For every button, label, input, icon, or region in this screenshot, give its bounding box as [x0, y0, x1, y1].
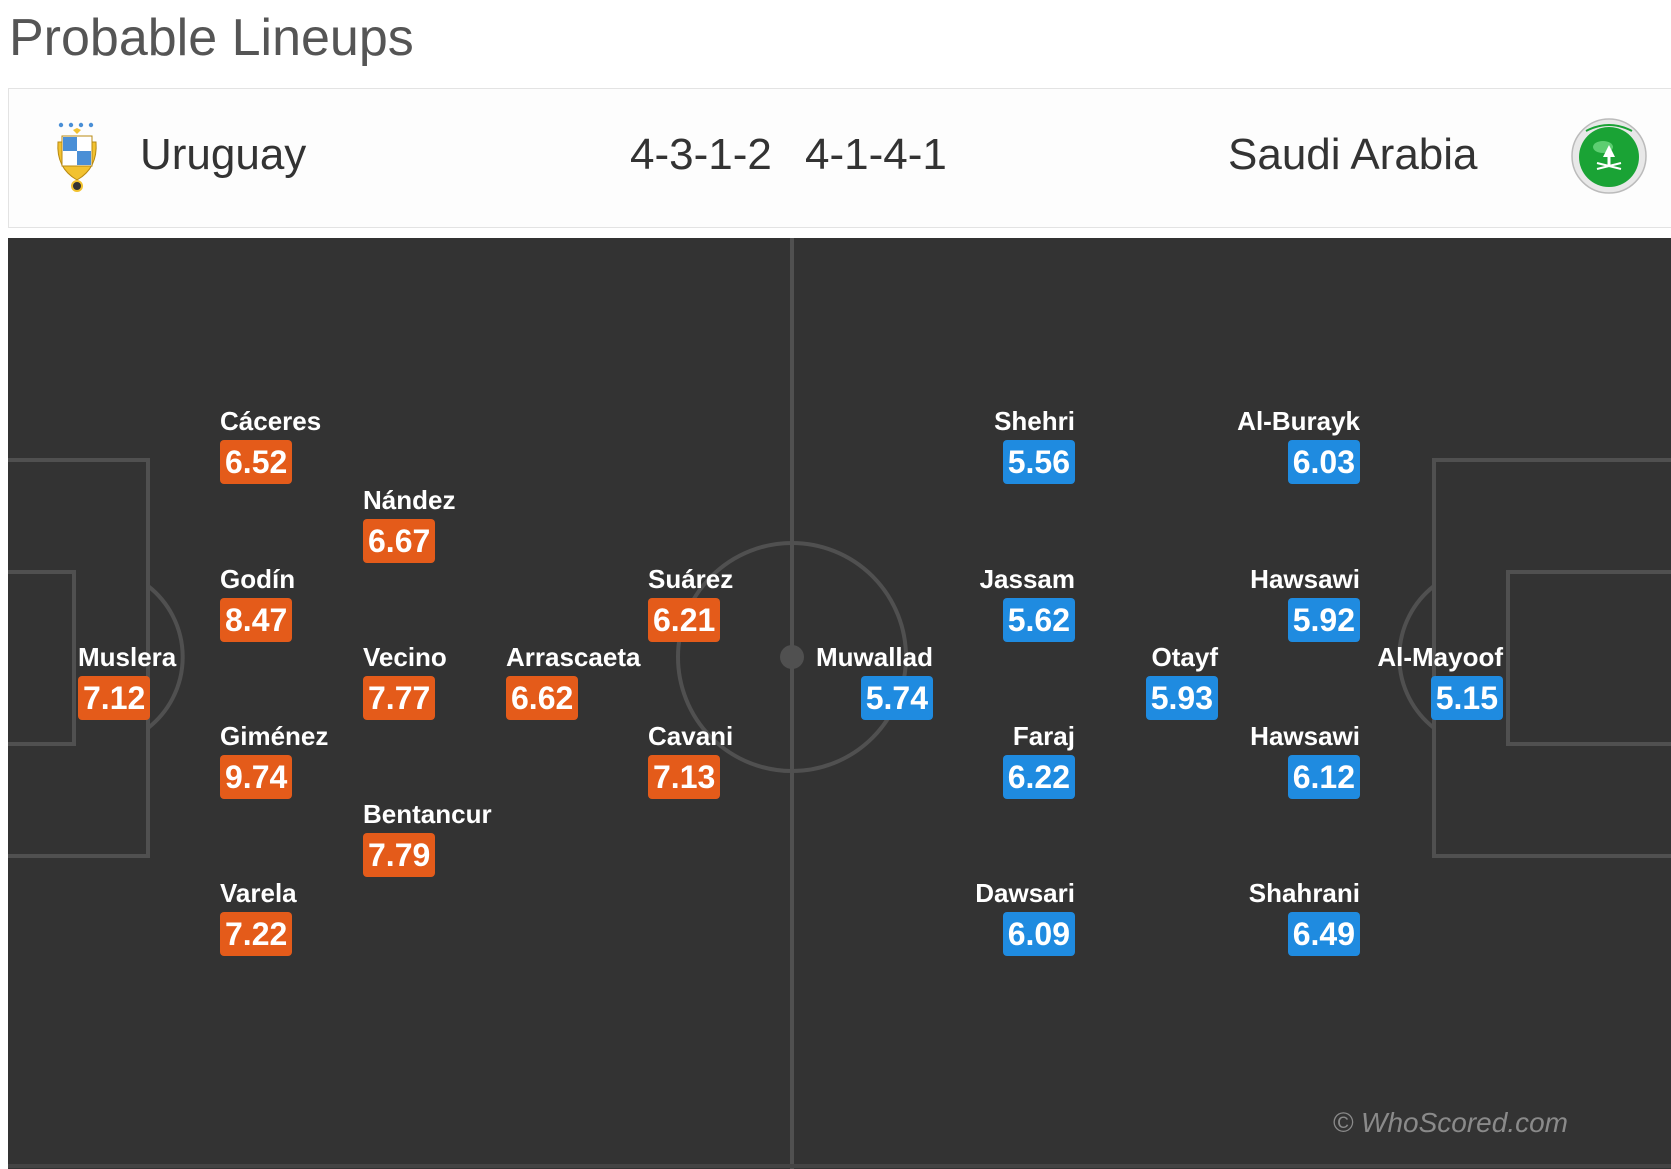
pitch: © WhoScored.com: [8, 238, 1671, 1169]
player-name: Shehri: [994, 406, 1075, 436]
player-name: Cavani: [648, 721, 734, 751]
player-name: Nández: [363, 485, 456, 515]
away-player-7[interactable]: Shehri 5.56: [994, 406, 1075, 484]
away-team-name: Saudi Arabia: [1228, 130, 1478, 179]
player-name: Giménez: [220, 721, 329, 751]
away-player-6[interactable]: Otayf 5.93: [1145, 642, 1218, 720]
player-rating: 6.52: [220, 440, 293, 484]
player-rating: 5.62: [1002, 598, 1075, 642]
player-rating: 6.67: [363, 519, 436, 563]
player-rating: 6.62: [506, 676, 579, 720]
away-player-9[interactable]: Faraj 6.22: [1002, 721, 1075, 799]
player-name: Al-Burayk: [1237, 406, 1360, 436]
home-player-7[interactable]: Vecino 7.77: [363, 642, 447, 720]
player-name: Bentancur: [363, 799, 492, 829]
player-rating: 7.79: [363, 833, 436, 877]
home-player-10[interactable]: Suárez 6.21: [648, 564, 733, 642]
player-rating: 6.12: [1287, 755, 1360, 799]
player-name: Otayf: [1151, 642, 1218, 672]
player-name: Cáceres: [220, 406, 322, 436]
player-rating: 5.92: [1287, 598, 1360, 642]
player-rating: 7.12: [78, 676, 151, 720]
player-rating: 6.22: [1002, 755, 1075, 799]
home-player-6[interactable]: Nández 6.67: [363, 485, 455, 563]
player-name: Jassam: [979, 564, 1075, 594]
player-name: Muslera: [78, 642, 177, 672]
player-name: Hawsawi: [1250, 721, 1360, 751]
page-title: Probable Lineups: [9, 9, 414, 67]
player-name: Arrascaeta: [506, 642, 641, 672]
home-player-9[interactable]: Arrascaeta 6.62: [506, 642, 640, 720]
away-player-3[interactable]: Hawsawi 5.92: [1250, 564, 1360, 642]
player-rating: 5.74: [860, 676, 933, 720]
player-name: Faraj: [1012, 721, 1075, 751]
away-player-4[interactable]: Hawsawi 6.12: [1250, 721, 1360, 799]
home-player-3[interactable]: Godín 8.47: [220, 564, 295, 642]
player-rating: 6.49: [1287, 912, 1360, 956]
player-rating: 5.56: [1002, 440, 1075, 484]
player-name: Suárez: [648, 564, 734, 594]
player-rating: 8.47: [220, 598, 293, 642]
player-rating: 5.15: [1430, 676, 1503, 720]
player-rating: 6.09: [1002, 912, 1075, 956]
uruguay-crest-icon: [57, 122, 97, 192]
away-player-1[interactable]: Al-Mayoof 5.15: [1377, 642, 1503, 720]
away-player-5[interactable]: Shahrani 6.49: [1249, 878, 1360, 956]
watermark: © WhoScored.com: [1332, 1107, 1568, 1138]
player-rating: 7.77: [363, 676, 436, 720]
player-rating: 6.21: [648, 598, 721, 642]
home-player-8[interactable]: Bentancur 7.79: [363, 799, 492, 877]
away-player-8[interactable]: Jassam 5.62: [980, 564, 1075, 642]
player-name: Vecino: [363, 642, 447, 672]
player-name: Dawsari: [975, 878, 1075, 908]
player-name: Varela: [220, 878, 297, 908]
home-player-4[interactable]: Giménez 9.74: [220, 721, 328, 799]
pitch-markings: [8, 238, 1671, 1169]
player-rating: 5.93: [1145, 676, 1218, 720]
player-name: Al-Mayoof: [1377, 642, 1503, 672]
player-rating: 6.03: [1287, 440, 1360, 484]
home-player-2[interactable]: Cáceres 6.52: [220, 406, 321, 484]
away-player-11[interactable]: Muwallad 5.74: [816, 642, 933, 720]
away-player-10[interactable]: Dawsari 6.09: [975, 878, 1075, 956]
player-rating: 9.74: [220, 755, 293, 799]
home-player-1[interactable]: Muslera 7.12: [78, 642, 176, 720]
player-name: Muwallad: [815, 642, 933, 672]
player-name: Hawsawi: [1250, 564, 1360, 594]
home-player-11[interactable]: Cavani 7.13: [648, 721, 733, 799]
lineup-header: [8, 88, 1671, 228]
away-formation: 4-1-4-1: [805, 130, 947, 179]
player-rating: 7.13: [648, 755, 721, 799]
home-formation: 4-3-1-2: [630, 130, 772, 179]
away-player-2[interactable]: Al-Burayk 6.03: [1237, 406, 1360, 484]
player-rating: 7.22: [220, 912, 293, 956]
saudi-arabia-crest-icon: [1571, 118, 1647, 194]
player-name: Shahrani: [1248, 878, 1360, 908]
player-name: Godín: [220, 564, 296, 594]
home-team-name: Uruguay: [140, 130, 307, 179]
home-player-5[interactable]: Varela 7.22: [220, 878, 297, 956]
